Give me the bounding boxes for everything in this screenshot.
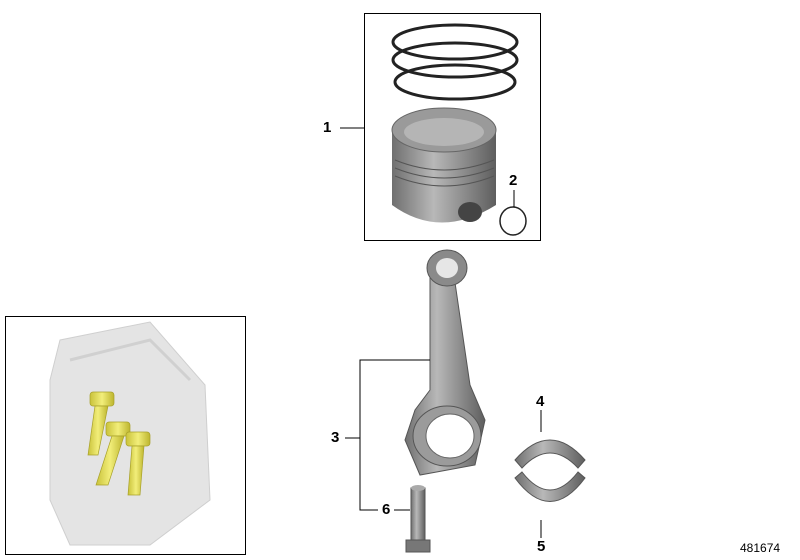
callout-5: 5 [537, 538, 546, 555]
engine-locator-image [49, 321, 211, 546]
connecting-rod [404, 249, 486, 476]
piston-group-box [364, 13, 541, 241]
callout-6: 6 [382, 501, 391, 518]
piston [391, 107, 497, 223]
callout-3: 3 [331, 429, 340, 446]
circlip [499, 206, 527, 236]
conrod-bolt [405, 485, 431, 553]
callout-4: 4 [536, 393, 545, 410]
callout-1: 1 [323, 119, 332, 136]
leader-lines [340, 127, 542, 538]
document-number: 481674 [740, 541, 781, 555]
callout-2: 2 [509, 172, 518, 189]
piston-rings [391, 23, 519, 101]
bearing-shells [514, 439, 586, 502]
